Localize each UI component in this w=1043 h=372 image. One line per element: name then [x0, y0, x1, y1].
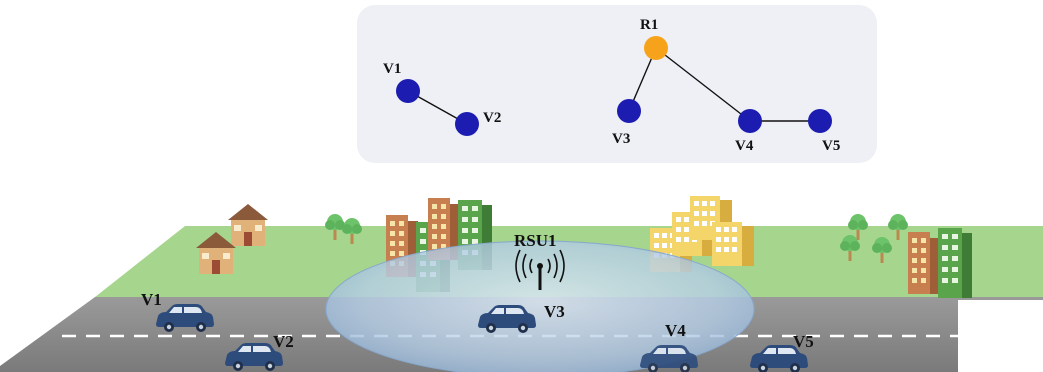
graph-node-v3: [617, 99, 641, 123]
vehicle-label-v5: V5: [793, 332, 814, 351]
rsu-coverage-area: [325, 240, 755, 372]
graph-label-v2: V2: [483, 110, 501, 126]
graph-node-v5: [808, 109, 832, 133]
graph-node-r1: [644, 36, 668, 60]
vehicle-label-v2: V2: [273, 332, 294, 351]
vehicle-label-v4: V4: [665, 321, 686, 340]
rsu-label: RSU1: [514, 231, 557, 250]
graph-label-v4: V4: [735, 138, 754, 154]
vehicle-label-v1: V1: [141, 290, 162, 309]
apartment-blocks-right: [908, 228, 972, 298]
graph-panel: V1 V2 R1 V3 V4 V5: [357, 5, 877, 163]
rsu-antenna-icon: [515, 249, 565, 290]
graph-label-r1: R1: [640, 17, 658, 33]
edge-r1-v4: [655, 47, 751, 122]
graph-label-v1: V1: [383, 61, 401, 77]
graph-node-v4: [738, 109, 762, 133]
graph-label-v5: V5: [822, 138, 840, 154]
graph-label-v3: V3: [612, 131, 630, 147]
graph-node-v2: [455, 112, 479, 136]
graph-node-v1: [396, 79, 420, 103]
vehicle-label-v3: V3: [544, 302, 565, 321]
